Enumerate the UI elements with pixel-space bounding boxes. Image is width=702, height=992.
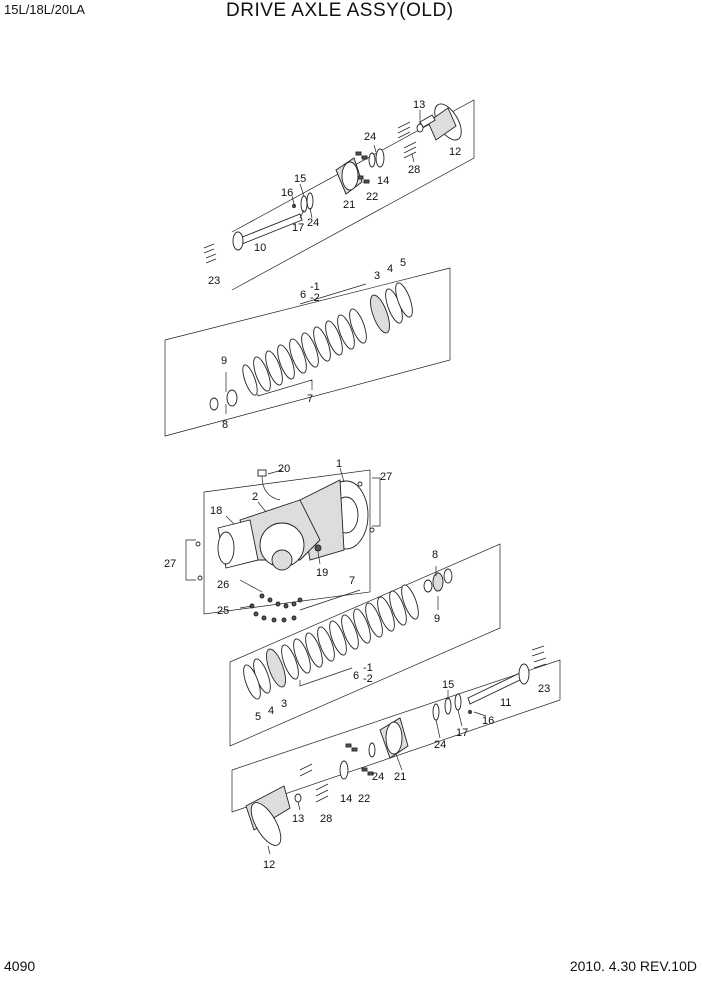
center-housing-group [185, 467, 381, 623]
callout-6-2-top: -2 [310, 292, 320, 304]
callout-28-bottom: 28 [320, 813, 332, 825]
callout-26: 26 [217, 579, 229, 591]
top-shaft-group [203, 99, 475, 291]
callout-28-top: 28 [408, 164, 420, 176]
callout-24-top-b: 24 [307, 217, 319, 229]
page-number: 4090 [4, 958, 36, 974]
callout-6-1-bottom: -1 [363, 662, 373, 674]
callout-12-top: 12 [449, 146, 461, 158]
callout-18: 18 [210, 505, 222, 517]
callout-6-top: 6 [300, 289, 306, 301]
callout-16-bottom: 16 [482, 715, 494, 727]
callout-15-top: 15 [294, 173, 306, 185]
callout-21-top: 21 [343, 199, 355, 211]
callout-19: 19 [316, 567, 328, 579]
callout-3-bottom: 3 [281, 698, 287, 710]
callout-17-bottom: 17 [456, 727, 468, 739]
callout-22-top: 22 [366, 191, 378, 203]
callout-11: 11 [500, 697, 511, 709]
bottom-shaft-group [231, 645, 561, 855]
callout-17-top: 17 [292, 222, 304, 234]
bottom-brake-group [229, 543, 501, 747]
callout-5-top: 5 [400, 257, 406, 269]
callout-25: 25 [217, 605, 229, 617]
callout-16-top: 16 [281, 187, 293, 199]
callout-12-bottom: 12 [263, 859, 275, 871]
callout-20: 20 [278, 463, 290, 475]
callout-13-top: 13 [413, 99, 425, 111]
callout-22-bottom: 22 [358, 793, 370, 805]
callout-9-bottom: 9 [434, 613, 440, 625]
callout-24-top-a: 24 [364, 131, 376, 143]
callout-23-top: 23 [208, 275, 220, 287]
callout-8-bottom: 8 [432, 549, 438, 561]
callout-10: 10 [254, 242, 266, 254]
callout-1: 1 [336, 458, 342, 470]
date-revision: 2010. 4.30 REV.10D [569, 958, 697, 974]
callout-6-2-bottom: -2 [363, 673, 373, 685]
top-brake-group [164, 267, 451, 437]
callout-14-bottom: 14 [340, 793, 352, 805]
callout-23-bottom: 23 [538, 683, 550, 695]
callout-4-bottom: 4 [268, 705, 274, 717]
callout-15-bottom: 15 [442, 679, 454, 691]
page-title: DRIVE AXLE ASSY(OLD) [226, 0, 454, 21]
callout-21-bottom: 21 [394, 771, 406, 783]
callout-3-top: 3 [374, 270, 380, 282]
callout-7-top: 7 [307, 393, 313, 405]
callout-24-bottom-b: 24 [372, 771, 384, 783]
callout-4-top: 4 [387, 263, 393, 275]
callout-labels: 13 12 24 14 28 21 22 15 16 17 24 10 23 3… [164, 99, 550, 871]
callout-14-top: 14 [377, 175, 389, 187]
callout-7-bottom: 7 [349, 575, 355, 587]
callout-9-top: 9 [221, 355, 227, 367]
callout-27-right: 27 [380, 471, 392, 483]
callout-2: 2 [252, 491, 258, 503]
callout-27-left: 27 [164, 558, 176, 570]
callout-8-top: 8 [222, 419, 228, 431]
callout-6-1-top: -1 [310, 281, 320, 293]
model-number: 15L/18L/20LA [4, 2, 85, 17]
callout-6-bottom: 6 [353, 670, 359, 682]
callout-24-bottom-a: 24 [434, 739, 446, 751]
callout-5-bottom: 5 [255, 711, 261, 723]
callout-13-bottom: 13 [292, 813, 304, 825]
